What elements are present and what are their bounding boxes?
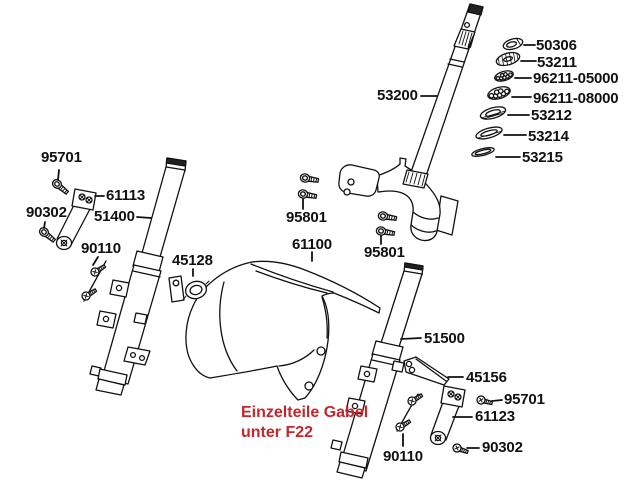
part-label-51400: 51400 [94,208,135,225]
left-fork-drawing [89,157,187,396]
part-label-45128: 45128 [172,252,213,269]
part-label-61113: 61113 [106,187,146,204]
bolt-95801-left-1 [299,172,320,186]
screw-95701-lower-right [475,394,494,408]
part-label-53214: 53214 [528,128,569,145]
part-label-53200: 53200 [377,87,418,104]
front-fender-drawing [185,260,381,401]
part-label-53212: 53212 [531,107,572,124]
bracket-61123-drawing [429,385,466,446]
part-label-95701-lower-right: 95701 [504,391,545,408]
screw-90110-left-2 [79,285,99,303]
part-label-95801-right: 95801 [364,244,405,261]
part-label-96211-05000: 96211-05000 [533,70,619,87]
part-label-61123: 61123 [475,408,515,425]
dust-seal-53215 [471,147,495,157]
right-fork-drawing [330,262,424,479]
screw-90110-left-1 [88,261,108,279]
stay-45156-drawing [403,356,450,386]
bolt-95801-left-2 [297,188,318,202]
bearing-cone-53211 [495,51,521,67]
lower-bracket-drawing [338,157,459,242]
bearing-race-53212 [479,106,507,120]
bolt-95801-right-2 [375,225,396,239]
stem-nut-50306 [502,37,524,51]
leader-lines [43,44,537,449]
part-label-96211-08000: 96211-08000 [533,90,619,107]
part-label-45156: 45156 [466,369,507,386]
screw-90302-lower-right [451,442,470,457]
part-label-50306: 50306 [536,37,577,54]
clamp-45128-drawing [168,275,210,303]
bolt-95701-upper-left [50,177,71,197]
bearing-stack-drawing [471,37,524,157]
note-text: Einzelteile Gabel unter F22 [241,403,368,443]
ball-retainer-96211-05000 [494,70,514,82]
bracket-61113-drawing [55,188,97,251]
screw-90110-right-1 [405,390,425,408]
bolt-95801-right-1 [377,210,398,224]
note-line-1: Einzelteile Gabel [241,404,369,421]
part-label-61100: 61100 [292,236,332,253]
part-label-90302-lower-right: 90302 [482,439,523,456]
part-label-95801-left: 95801 [286,209,327,226]
part-label-90302-upper-left: 90302 [26,204,67,221]
note-line-2: unter F22 [241,424,314,441]
part-label-90110-lower-right: 90110 [383,448,423,465]
bearing-race-53214 [475,126,503,140]
part-label-53215: 53215 [522,149,563,166]
part-label-51500: 51500 [424,330,465,347]
ball-retainer-96211-08000 [487,86,511,100]
bolt-90302-upper-left [37,225,58,245]
part-label-95701-upper-left: 95701 [41,149,82,166]
steering-stem-drawing [410,3,484,177]
part-label-53211: 53211 [537,54,577,71]
part-label-90110-left: 90110 [81,240,121,257]
fasteners-drawing [37,172,494,457]
